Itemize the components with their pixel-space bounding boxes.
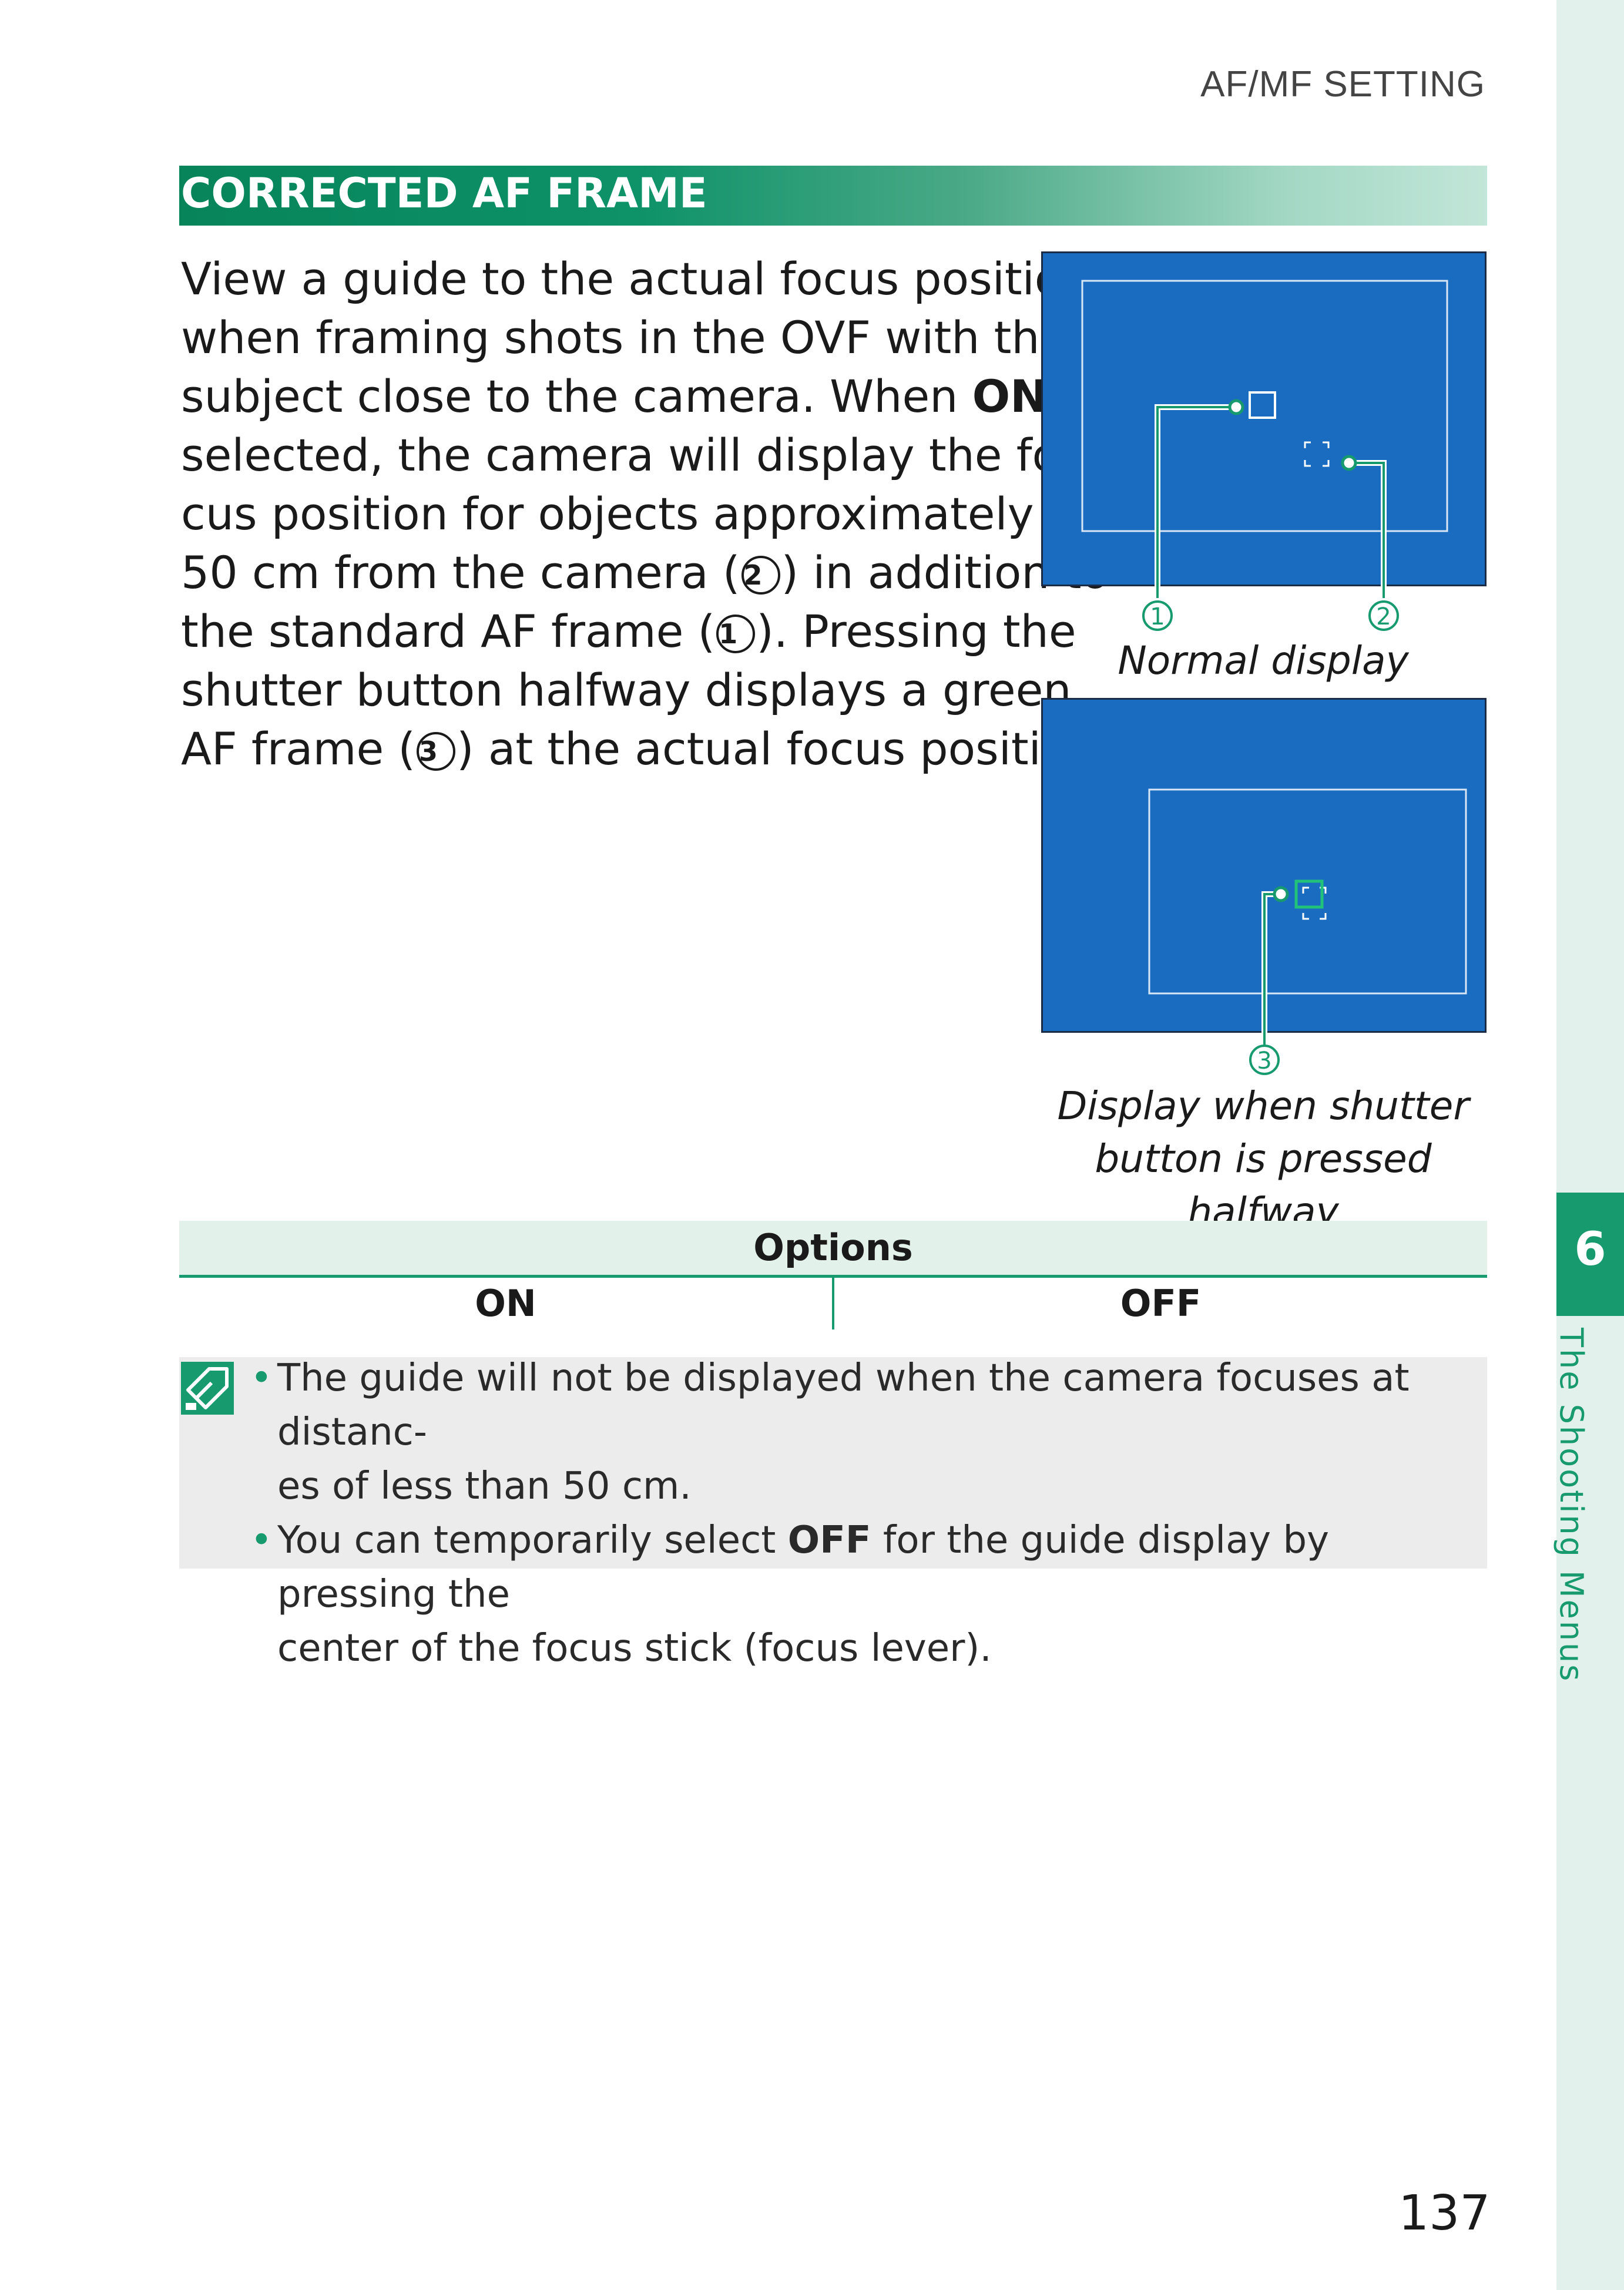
- on-keyword: ON: [972, 370, 1048, 422]
- chapter-side-strip: [1556, 0, 1624, 2290]
- callout-label-2: 2: [1376, 603, 1391, 630]
- option-off: OFF: [1120, 1282, 1202, 1325]
- section-title: CORRECTED AF FRAME: [181, 169, 707, 217]
- note-line: The guide will not be displayed when the…: [277, 1356, 1410, 1454]
- body-line: shutter button halfway displays a green: [181, 664, 1072, 716]
- normal-display-overlay: 1 2: [1081, 280, 1448, 631]
- body-line: when framing shots in the OVF with the: [181, 311, 1068, 364]
- body-paragraph: View a guide to the actual focus positio…: [181, 250, 1111, 778]
- green-af-frame: [1294, 879, 1324, 909]
- body-line: 50 cm from the camera (2) in addition to: [181, 546, 1109, 599]
- note-item: • The guide will not be displayed when t…: [247, 1351, 1487, 1513]
- callout-marker-3: 3: [417, 732, 456, 771]
- callout-marker-1: 1: [716, 615, 756, 653]
- halfway-display-caption: Display when shutter button is pressed h…: [1022, 1080, 1504, 1238]
- body-line: AF frame (3) at the actual focus positio…: [181, 723, 1111, 775]
- body-line: View a guide to the actual focus positio…: [181, 253, 1091, 305]
- corrected-af-guide: [1302, 887, 1327, 920]
- bullet-icon: •: [250, 1519, 273, 1562]
- options-table: Options ON OFF: [179, 1221, 1487, 1329]
- note-list: • The guide will not be displayed when t…: [247, 1351, 1487, 1675]
- page-number: 137: [1398, 2185, 1491, 2241]
- halfway-display-overlay: 3: [1148, 788, 1467, 1075]
- chapter-label: The Shooting Menus: [1553, 1328, 1590, 1683]
- chapter-number: 6: [1574, 1223, 1606, 1276]
- callout-circle-2: [1368, 600, 1399, 631]
- body-line: selected, the camera will display the fo…: [181, 429, 1076, 481]
- body-line: subject close to the camera. When ON is: [181, 370, 1098, 422]
- note-pencil-icon: [181, 1362, 234, 1415]
- corrected-af-guide: [1304, 441, 1330, 467]
- note-line: es of less than 50 cm.: [277, 1465, 692, 1508]
- ovf-frame: [1081, 280, 1448, 532]
- callout-marker-2: 2: [741, 556, 780, 595]
- leader-line-1-outline: [1155, 404, 1239, 598]
- off-keyword: OFF: [787, 1519, 871, 1562]
- callout-label-1: 1: [1150, 603, 1165, 630]
- note-line: You can temporarily select OFF for the g…: [277, 1519, 1329, 1616]
- note-box: [179, 1357, 1487, 1569]
- note-line: center of the focus stick (focus lever).: [277, 1627, 992, 1670]
- option-on: ON: [179, 1278, 834, 1329]
- running-header: AF/MF SETTING: [1200, 64, 1485, 105]
- ovf-frame: [1148, 788, 1467, 995]
- callout-label-3: 3: [1257, 1047, 1271, 1075]
- caption-line: Display when shutter: [1057, 1083, 1469, 1129]
- leader-line-3-outline: [1261, 891, 1281, 1052]
- note-item: • You can temporarily select OFF for the…: [247, 1513, 1487, 1675]
- chapter-tab[interactable]: [1556, 1193, 1624, 1316]
- callout-circle-1: [1142, 600, 1173, 631]
- chapter-label-wrap[interactable]: The Shooting Menus: [1553, 1328, 1624, 1683]
- section-title-bar: [179, 166, 1487, 226]
- options-header: Options: [179, 1221, 1487, 1278]
- normal-display-caption: Normal display: [1118, 638, 1409, 683]
- leader-line-1: [1156, 406, 1239, 598]
- options-row: ON OFF: [179, 1278, 1487, 1329]
- bullet-icon: •: [250, 1356, 273, 1400]
- leader-dot-2: [1341, 455, 1357, 471]
- body-line: the standard AF frame (1). Pressing the: [181, 605, 1076, 657]
- leader-line-2: [1350, 462, 1385, 598]
- body-line: cus position for objects approximately: [181, 488, 1034, 540]
- standard-af-frame: [1249, 391, 1276, 419]
- leader-dot-1: [1228, 399, 1244, 415]
- callout-circle-3: [1249, 1045, 1280, 1075]
- leader-dot-3: [1273, 886, 1289, 902]
